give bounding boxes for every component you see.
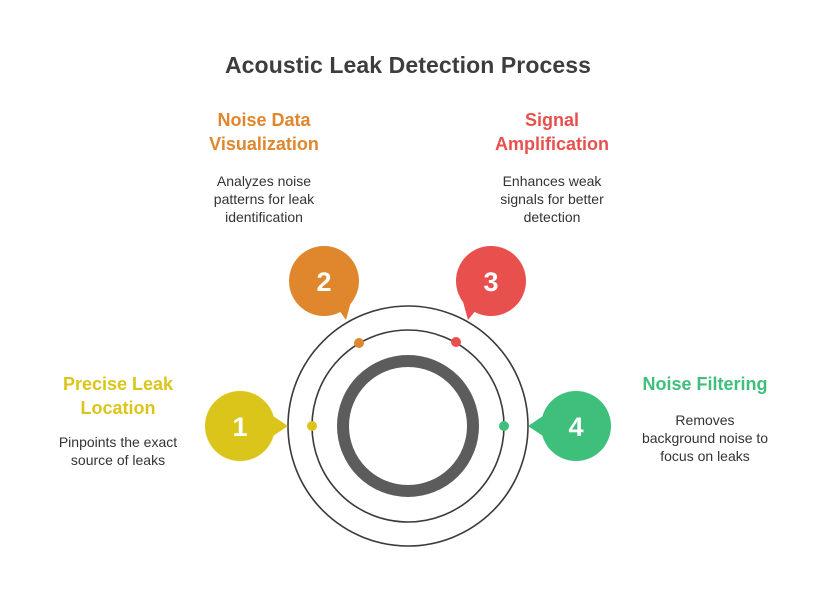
- step-number-2: 2: [316, 267, 331, 297]
- step-1-heading-line-2: Location: [80, 398, 156, 418]
- step-2-heading: Noise Data Visualization: [184, 108, 344, 156]
- step-2-desc-line-3: identification: [225, 209, 303, 225]
- step-1-desc-line-2: source of leaks: [70, 452, 166, 468]
- step-4-desc-line-1: Removes: [675, 412, 735, 428]
- step-3-desc-line-2: signals for better: [500, 191, 604, 207]
- step-number-1: 1: [232, 412, 247, 442]
- step-2-heading-line-1: Noise Data: [217, 110, 311, 130]
- step-1-heading: Precise Leak Location: [40, 372, 196, 420]
- step-3-desc-line-3: detection: [523, 209, 581, 225]
- marker-dot-1: [307, 421, 317, 431]
- step-2-description: Analyzes noise patterns for leak identif…: [184, 172, 344, 226]
- step-1-desc-line-1: Pinpoints the exact: [58, 434, 178, 450]
- core-ring: [337, 355, 479, 497]
- step-3-heading-line-2: Amplification: [494, 134, 609, 154]
- step-3-description: Enhances weak signals for better detecti…: [472, 172, 632, 226]
- step-badge-4: 4: [528, 391, 611, 461]
- step-4-heading: Noise Filtering: [612, 372, 798, 396]
- diagram-title: Acoustic Leak Detection Process: [224, 52, 592, 78]
- step-2-desc-line-2: patterns for leak: [213, 191, 315, 207]
- step-3-heading: Signal Amplification: [472, 108, 632, 156]
- step-1-description: Pinpoints the exact source of leaks: [40, 433, 196, 469]
- step-2-desc-line-1: Analyzes noise: [216, 173, 312, 189]
- step-3-desc-line-1: Enhances weak: [502, 173, 602, 189]
- marker-dot-4: [499, 421, 509, 431]
- step-3-heading-line-1: Signal: [524, 110, 579, 130]
- step-4-heading-line-1: Noise Filtering: [642, 374, 768, 394]
- marker-dot-3: [451, 337, 461, 347]
- step-4-desc-line-2: background noise to: [641, 430, 769, 446]
- step-4-desc-line-3: focus on leaks: [660, 448, 750, 464]
- step-badge-1: 1: [205, 391, 288, 461]
- step-badge-2: 2: [289, 246, 359, 320]
- step-number-3: 3: [483, 267, 498, 297]
- step-number-4: 4: [568, 412, 583, 442]
- step-1-heading-line-1: Precise Leak: [62, 374, 174, 394]
- step-4-description: Removes background noise to focus on lea…: [612, 411, 798, 465]
- step-2-heading-line-2: Visualization: [209, 134, 319, 154]
- step-badge-3: 3: [456, 246, 526, 320]
- marker-dot-2: [354, 338, 364, 348]
- outer-ring: [287, 305, 529, 547]
